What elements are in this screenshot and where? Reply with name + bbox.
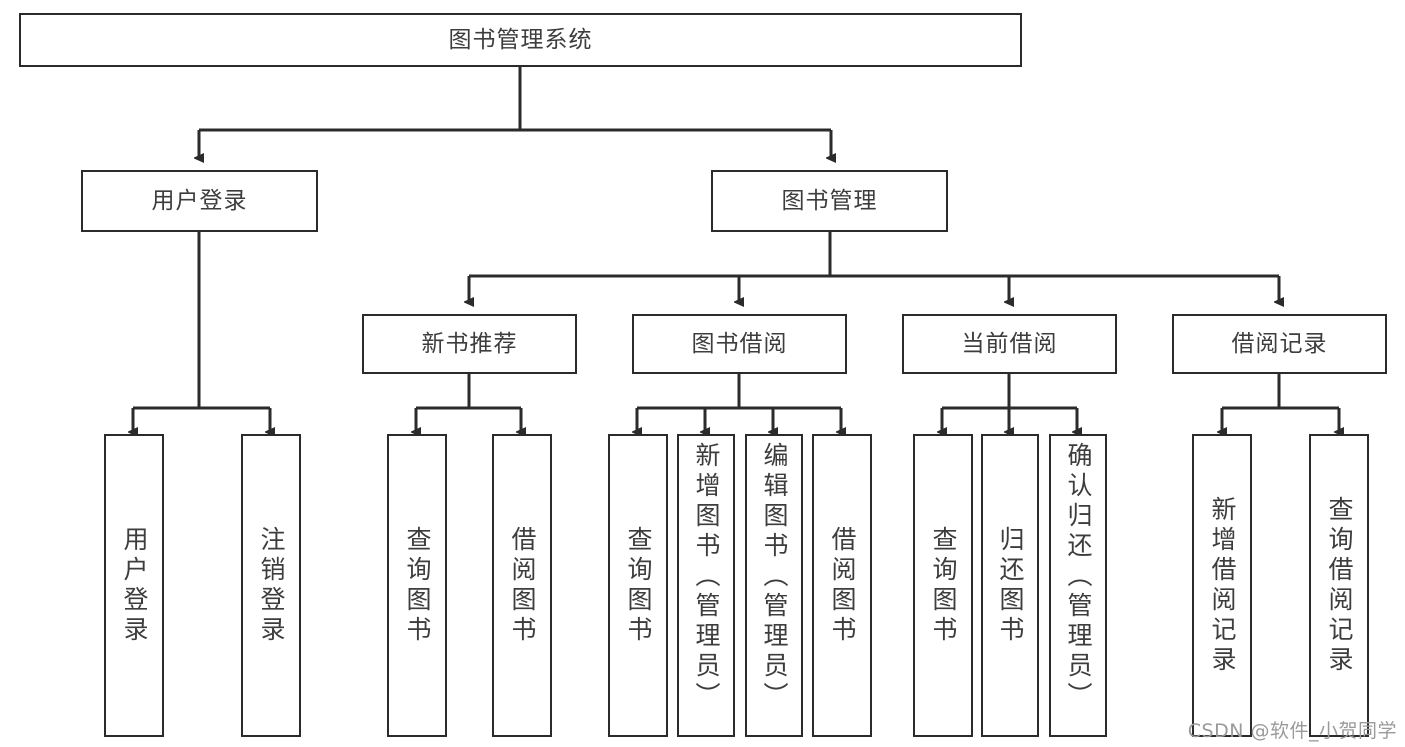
- node-new-book-recommend[interactable]: 新书推荐: [362, 314, 577, 374]
- node-label: 注销登录: [257, 525, 286, 646]
- node-label: 借阅图书: [508, 525, 537, 646]
- leaf-borrow-book-2[interactable]: 借阅图书: [812, 434, 872, 737]
- node-label: 查询借阅记录: [1325, 495, 1354, 676]
- leaf-borrow-book-1[interactable]: 借阅图书: [492, 434, 552, 737]
- node-current-borrow[interactable]: 当前借阅: [902, 314, 1117, 374]
- node-root-system[interactable]: 图书管理系统: [19, 13, 1022, 67]
- node-label: 图书管理系统: [448, 26, 593, 53]
- node-label: 归还图书: [996, 525, 1025, 646]
- node-label: 新增图书（管理员）: [692, 442, 721, 712]
- node-borrow-record[interactable]: 借阅记录: [1172, 314, 1387, 374]
- node-label: 确认归还（管理员）: [1064, 442, 1093, 712]
- node-label: 用户登录: [151, 187, 248, 214]
- node-book-borrow[interactable]: 图书借阅: [632, 314, 847, 374]
- node-label: 查询图书: [929, 525, 958, 646]
- node-label: 借阅图书: [828, 525, 857, 646]
- leaf-query-book-2[interactable]: 查询图书: [608, 434, 668, 737]
- leaf-query-book-1[interactable]: 查询图书: [387, 434, 447, 737]
- node-label: 图书管理: [781, 187, 878, 214]
- leaf-edit-book[interactable]: 编辑图书（管理员）: [745, 434, 803, 737]
- node-label: 新书推荐: [421, 330, 518, 357]
- node-label: 查询图书: [624, 525, 653, 646]
- leaf-add-record[interactable]: 新增借阅记录: [1192, 434, 1252, 737]
- leaf-add-book[interactable]: 新增图书（管理员）: [677, 434, 735, 737]
- leaf-user-login[interactable]: 用户登录: [104, 434, 164, 737]
- node-label: 借阅记录: [1231, 330, 1328, 357]
- node-label: 查询图书: [403, 525, 432, 646]
- watermark-text: CSDN @软件_小贺同学: [1187, 720, 1397, 742]
- node-label: 用户登录: [120, 525, 149, 646]
- leaf-query-record[interactable]: 查询借阅记录: [1309, 434, 1369, 737]
- node-label: 图书借阅: [691, 330, 788, 357]
- node-label: 编辑图书（管理员）: [760, 442, 789, 712]
- leaf-logout-login[interactable]: 注销登录: [241, 434, 301, 737]
- leaf-return-book[interactable]: 归还图书: [981, 434, 1039, 737]
- leaf-query-book-3[interactable]: 查询图书: [913, 434, 973, 737]
- leaf-confirm-return[interactable]: 确认归还（管理员）: [1049, 434, 1107, 737]
- node-label: 新增借阅记录: [1208, 495, 1237, 676]
- node-user-login[interactable]: 用户登录: [81, 170, 318, 232]
- node-book-management[interactable]: 图书管理: [711, 170, 948, 232]
- node-label: 当前借阅: [961, 330, 1058, 357]
